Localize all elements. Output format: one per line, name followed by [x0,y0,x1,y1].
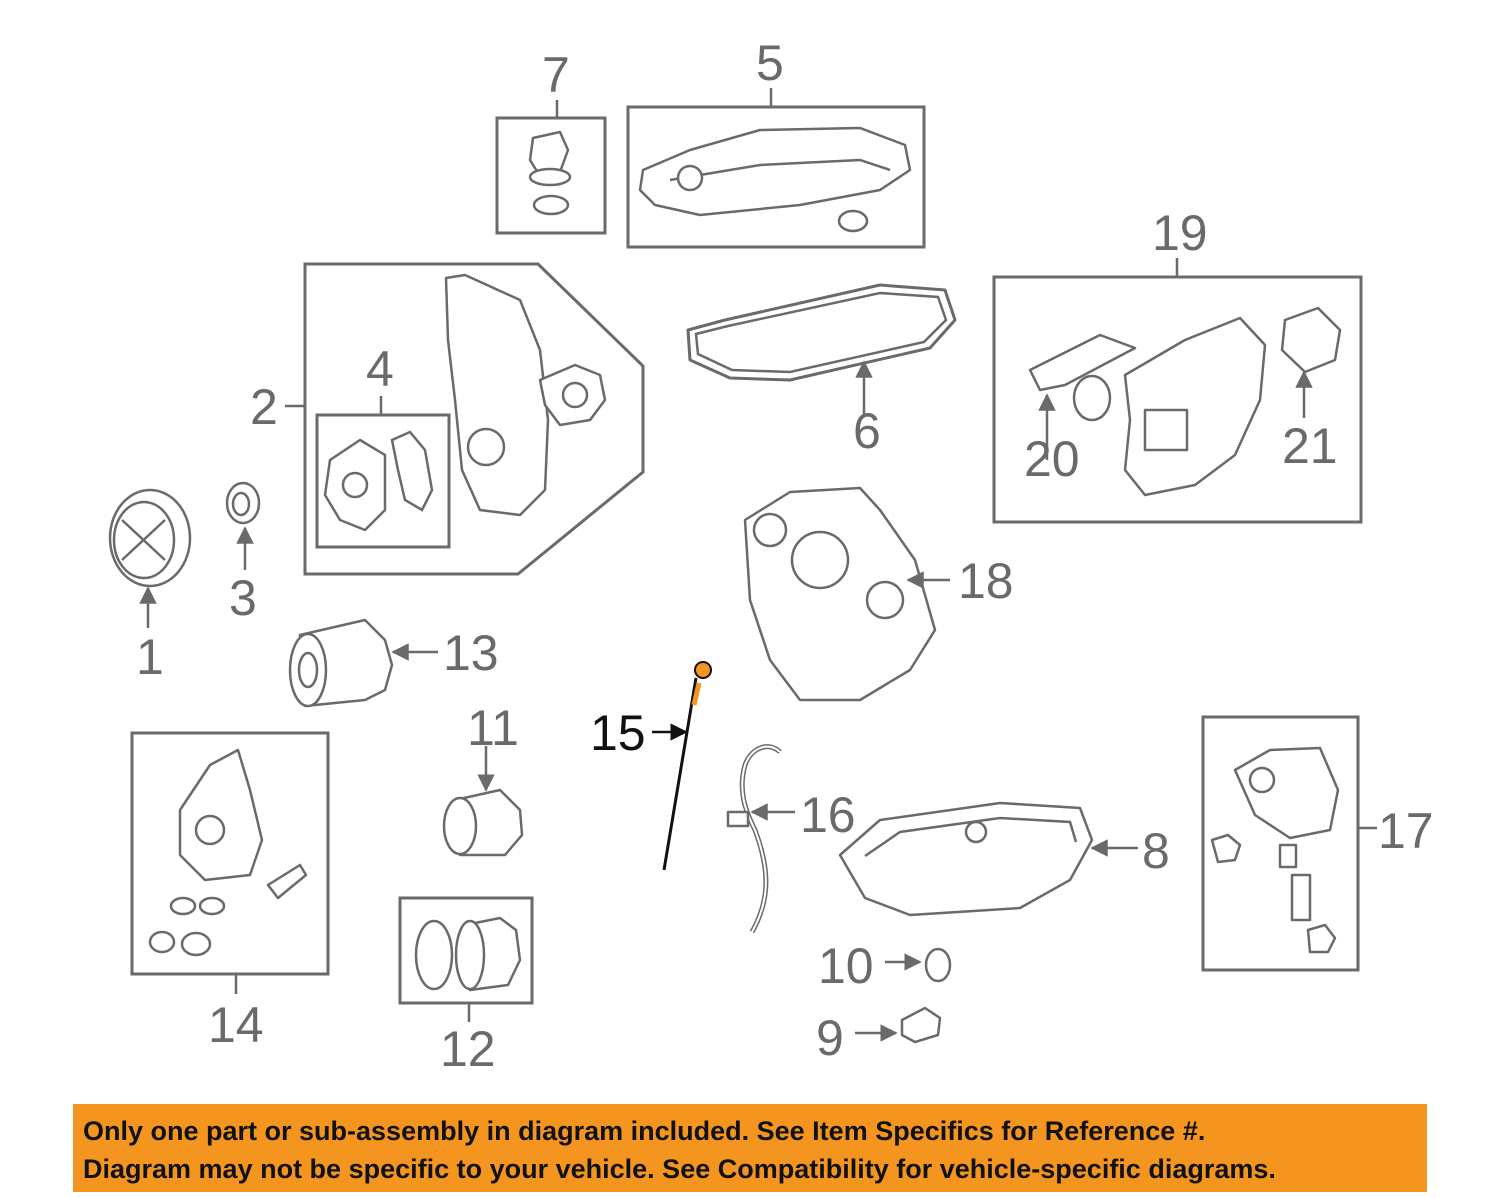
part-13-oil-filter [288,618,438,708]
callout-9: 9 [816,1010,844,1066]
part-11-filter-cap [442,746,524,857]
part-3-front-seal [225,481,261,570]
part-15-oil-dipstick [652,661,712,871]
callout-4: 4 [366,341,394,397]
part-8-oil-pan [838,801,1138,917]
part-2-timing-cover [285,262,645,576]
disclaimer-banner: Only one part or sub-assembly in diagram… [73,1104,1427,1192]
part-19-intake-manifold [992,258,1363,524]
callout-1: 1 [136,629,164,685]
callout-14: 14 [208,997,264,1053]
callout-15: 15 [590,705,646,761]
callout-7: 7 [542,47,570,103]
callout-16: 16 [800,787,856,843]
callout-20: 20 [1024,431,1080,487]
part-1-crankshaft-pulley [108,488,192,628]
callout-3: 3 [229,570,257,626]
part-14-oil-pump-assembly [130,731,330,994]
part-7-oil-filler-cap [495,100,607,235]
callout-6: 6 [853,403,881,459]
callout-18: 18 [958,553,1014,609]
part-10-drain-washer [885,947,952,983]
part-9-drain-plug [855,1006,942,1044]
callout-13: 13 [443,625,499,681]
part-18-front-housing [743,486,950,702]
part-12-filter-element [398,896,534,1022]
callout-21: 21 [1282,418,1338,474]
callout-11: 11 [467,700,519,756]
callout-5: 5 [756,35,784,91]
callout-19: 19 [1152,205,1208,261]
part-17-oil-control-valve [1201,715,1377,972]
callout-2: 2 [250,379,278,435]
part-6-valve-cover-gasket [686,283,957,415]
disclaimer-line-1: Only one part or sub-assembly in diagram… [83,1116,1206,1146]
part-4-water-pump [315,396,451,549]
callout-17: 17 [1378,803,1434,859]
callout-10: 10 [818,938,874,994]
part-16-dipstick-tube [726,744,795,934]
part-5-valve-cover [626,88,926,249]
callout-12: 12 [440,1021,496,1077]
disclaimer-line-2: Diagram may not be specific to your vehi… [83,1154,1276,1184]
callout-8: 8 [1142,823,1170,879]
